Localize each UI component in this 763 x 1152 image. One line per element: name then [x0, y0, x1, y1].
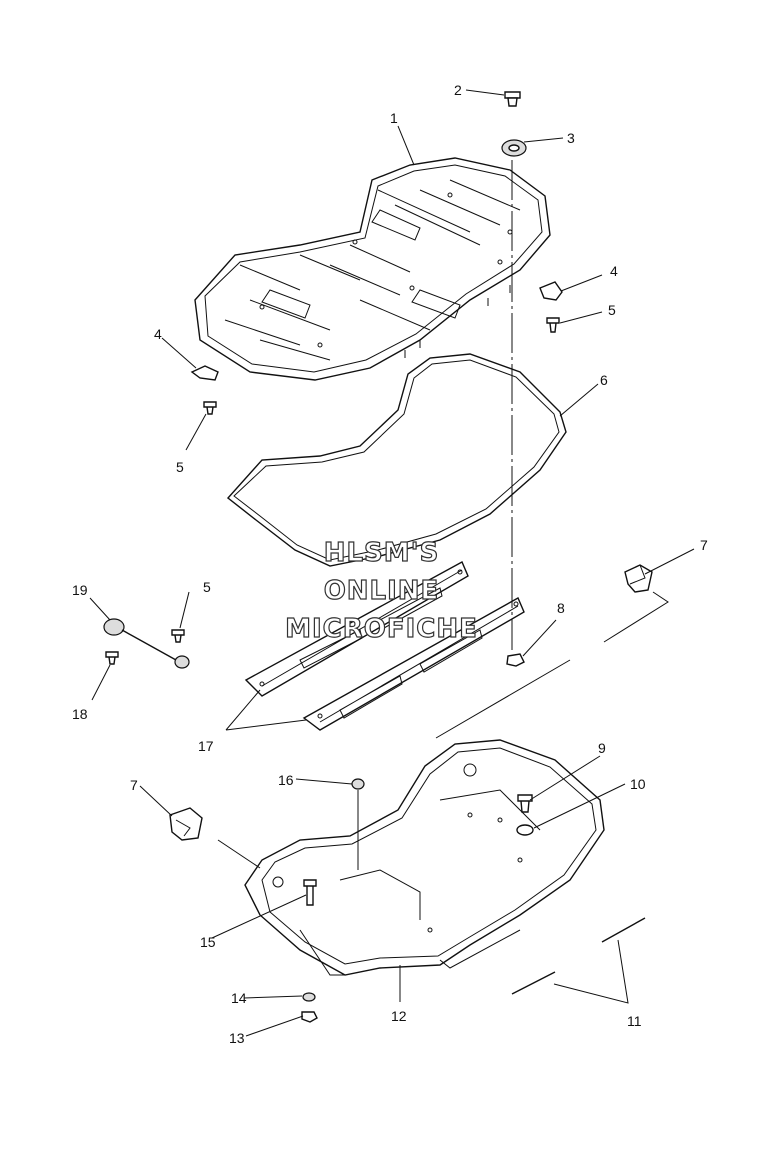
- callout-15: 15: [200, 934, 216, 950]
- part-15-bolt: [303, 879, 317, 906]
- part-17-brackets: [244, 561, 525, 731]
- callout-4-right: 4: [610, 263, 618, 279]
- part-7-latch-right: [624, 564, 653, 593]
- part-5-screw-mid: [171, 629, 185, 643]
- part-9-bolt: [517, 794, 533, 813]
- part-7-latch-left: [169, 807, 203, 841]
- part-19-tether-cable: [103, 618, 190, 669]
- part-14-washer: [302, 992, 316, 1002]
- leader-lines: [89, 89, 695, 1037]
- callout-16: 16: [278, 772, 294, 788]
- callout-11: 11: [627, 1013, 642, 1029]
- part-11-pins: [511, 917, 646, 995]
- part-16-plug: [351, 778, 365, 790]
- part-12-lower-tub: [244, 739, 605, 976]
- callout-19: 19: [72, 582, 88, 598]
- watermark-line-3: MICROFICHE: [284, 613, 478, 644]
- callout-7-right: 7: [700, 537, 708, 553]
- callout-17: 17: [198, 738, 214, 754]
- callout-5-left: 5: [176, 459, 184, 475]
- callout-4-left: 4: [154, 326, 162, 342]
- part-2-bolt: [504, 91, 521, 107]
- callout-6: 6: [600, 372, 608, 388]
- watermark-line-1: HLSM'S: [323, 537, 440, 568]
- callout-9: 9: [598, 740, 606, 756]
- part-13-nut: [301, 1011, 318, 1023]
- part-8-nut: [506, 653, 525, 667]
- callout-12: 12: [391, 1008, 407, 1024]
- part-1-upper-rack: [194, 157, 551, 381]
- part-6-seal: [226, 353, 567, 567]
- callout-2: 2: [454, 82, 462, 98]
- part-18-screw: [105, 651, 119, 665]
- callout-3: 3: [567, 130, 575, 146]
- part-10-washer: [516, 824, 534, 836]
- callout-7-left: 7: [130, 777, 138, 793]
- part-4-clip-left: [190, 365, 219, 381]
- callout-10: 10: [630, 776, 646, 792]
- callout-14: 14: [231, 990, 247, 1006]
- callout-5-mid: 5: [203, 579, 211, 595]
- callout-1: 1: [390, 110, 398, 126]
- part-5-screw-left: [203, 401, 217, 415]
- part-3-grommet: [501, 139, 527, 157]
- callout-13: 13: [229, 1030, 245, 1046]
- part-5-screw-right: [546, 317, 560, 333]
- callout-5-right: 5: [608, 302, 616, 318]
- callout-8: 8: [557, 600, 565, 616]
- watermark-line-2: ONLINE: [323, 575, 440, 606]
- part-4-clip-right: [539, 281, 563, 301]
- callout-18: 18: [72, 706, 88, 722]
